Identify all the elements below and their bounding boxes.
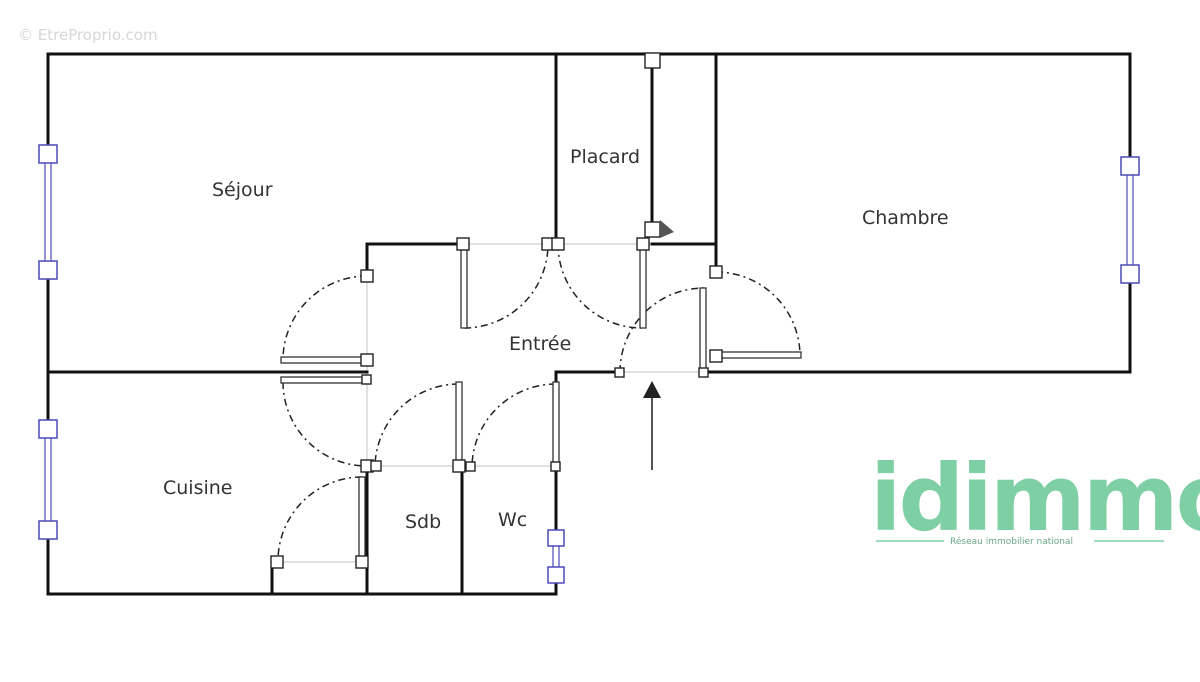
door-swings bbox=[277, 243, 801, 563]
entry-arrow bbox=[643, 381, 661, 470]
door-leaves bbox=[280, 243, 802, 563]
wall-nodes bbox=[270, 52, 723, 569]
logo-tagline: Réseau immobilier national bbox=[950, 536, 1073, 547]
room-label-wc: Wc bbox=[498, 509, 527, 531]
room-label-chambre: Chambre bbox=[862, 207, 949, 229]
room-label-entree: Entrée bbox=[509, 333, 571, 355]
room-label-sejour: Séjour bbox=[212, 179, 273, 201]
idimmo-logo: idimmo Réseau immobilier national bbox=[870, 445, 1200, 552]
windows bbox=[38, 144, 1140, 584]
room-label-placard: Placard bbox=[570, 146, 640, 168]
logo-wordmark: idimmo bbox=[870, 445, 1200, 552]
room-label-sdb: Sdb bbox=[405, 511, 441, 533]
watermark-text: © EtreProprio.com bbox=[18, 26, 158, 44]
room-label-cuisine: Cuisine bbox=[163, 477, 233, 499]
placard-handle bbox=[660, 220, 674, 238]
guide-lines bbox=[277, 243, 716, 563]
